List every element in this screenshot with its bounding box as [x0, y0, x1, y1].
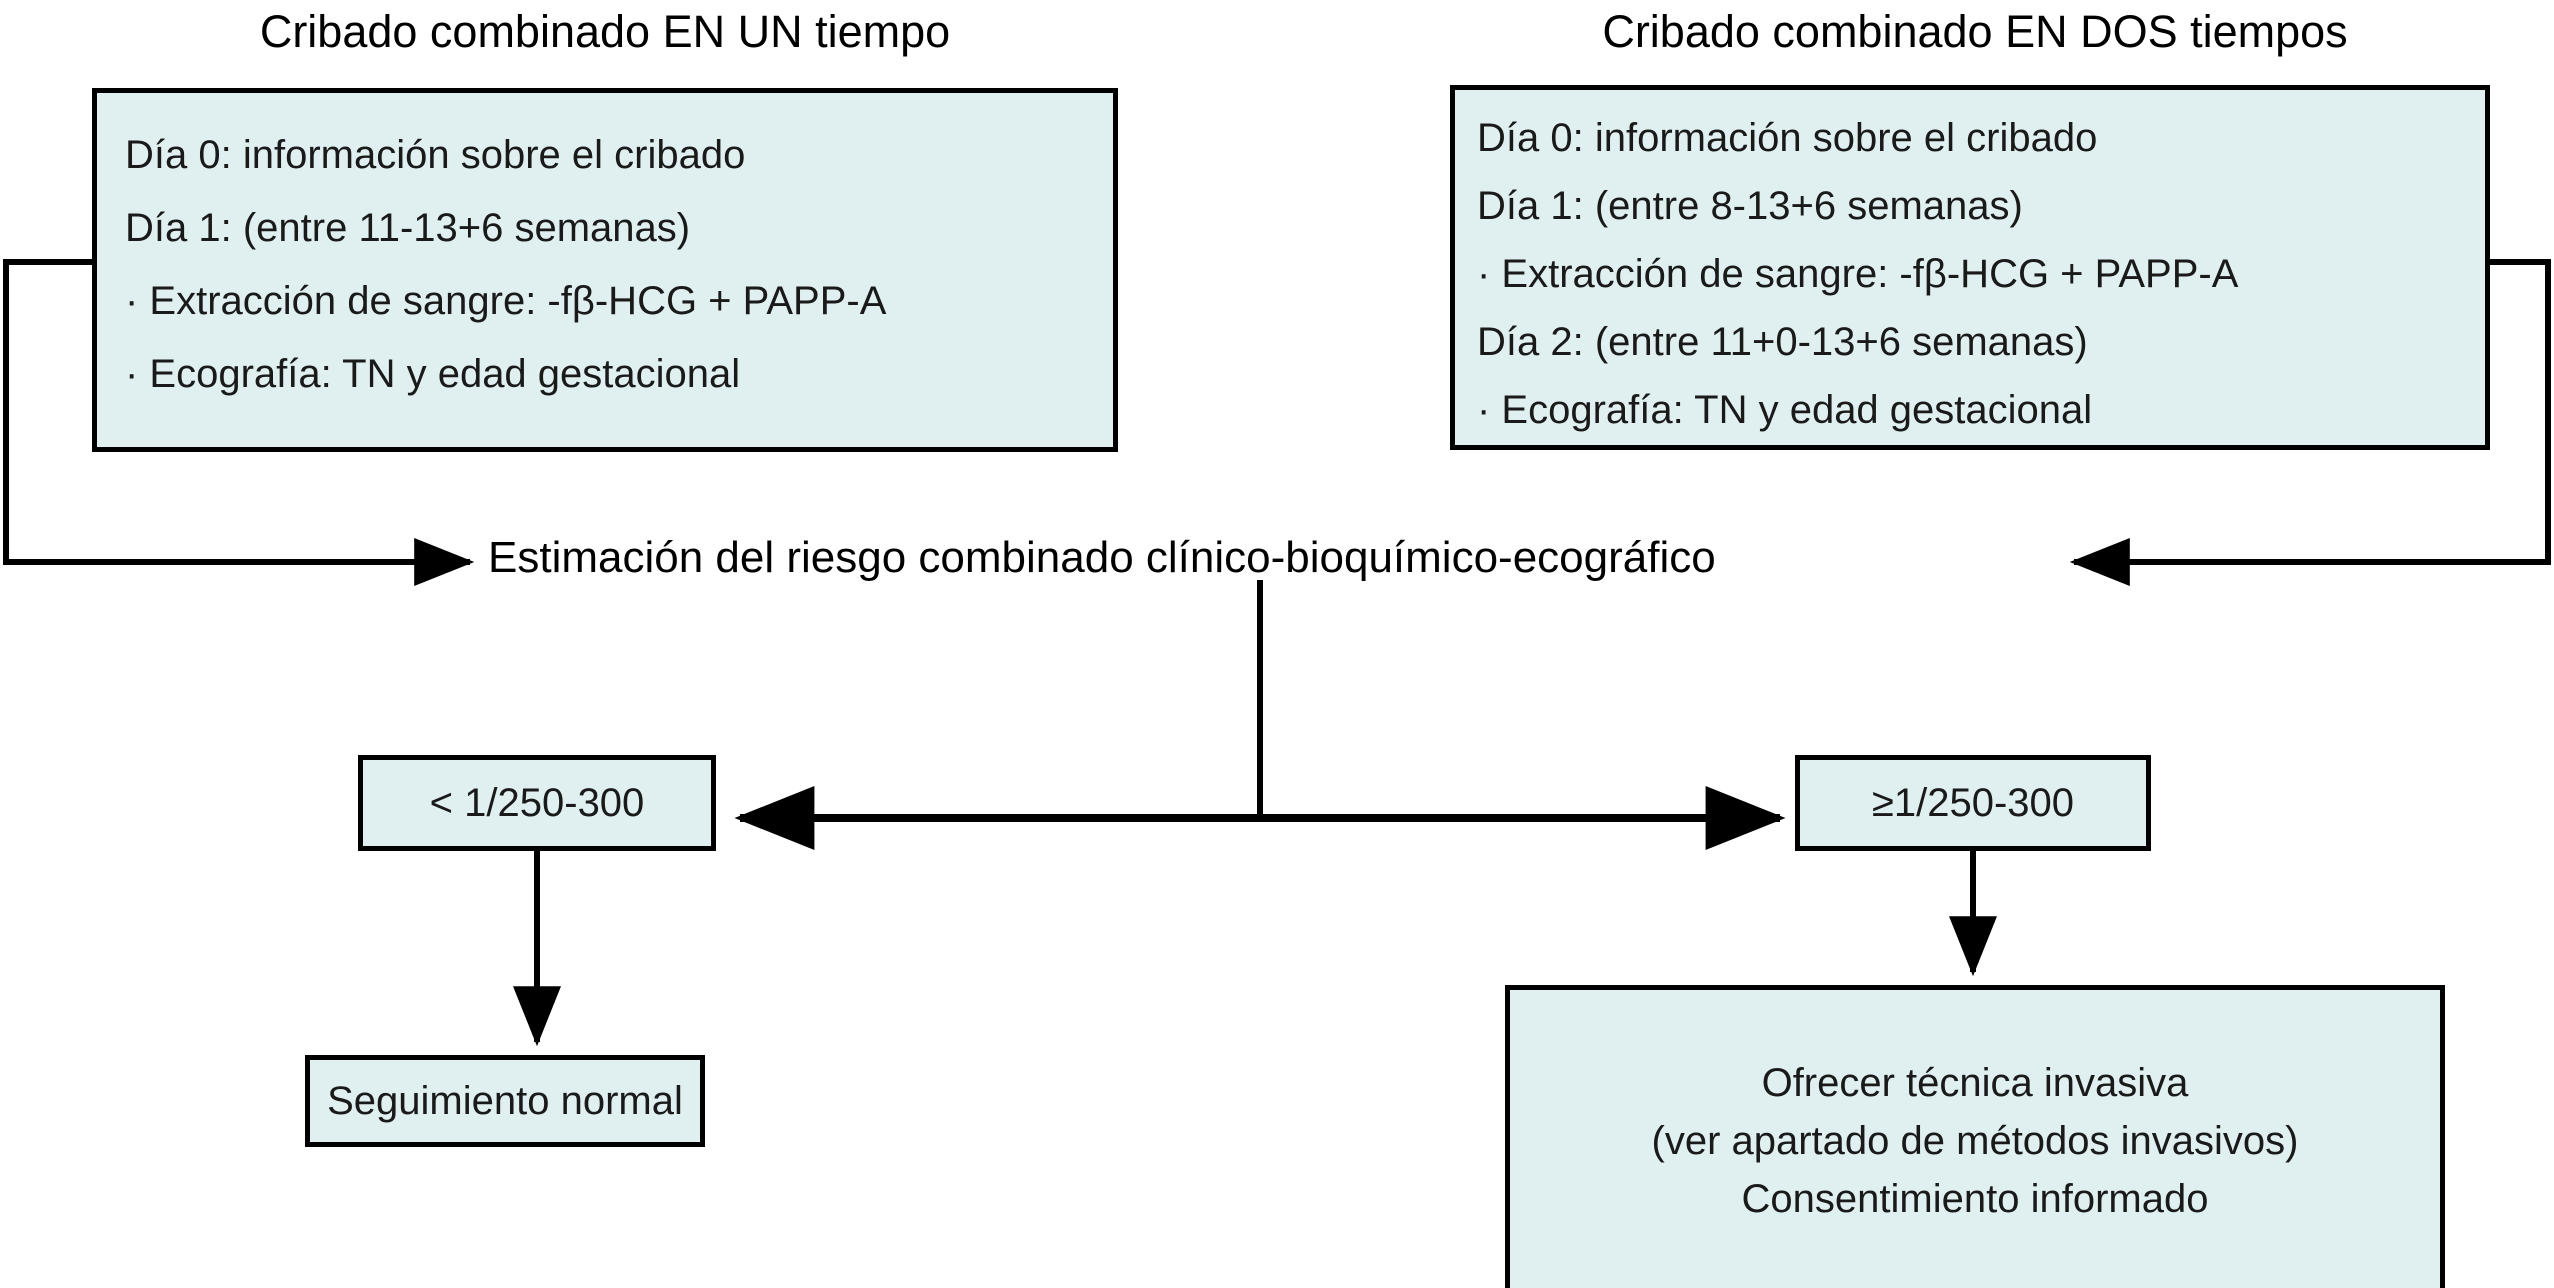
- protocol-step-line: Día 2: (entre 11+0-13+6 semanas): [1477, 320, 2088, 364]
- protocol-step-line: · Ecografía: TN y edad gestacional: [125, 352, 741, 396]
- protocol-step-line: Día 1: (entre 8-13+6 semanas): [1477, 184, 2023, 228]
- protocol-step-line: Día 1: (entre 11-13+6 semanas): [125, 206, 691, 250]
- protocol-step-line: · Extracción de sangre: -fβ-HCG + PAPP-A: [125, 279, 887, 323]
- protocol-box-one-step[interactable]: Día 0: información sobre el cribado Día …: [92, 88, 1118, 452]
- outcome-line: Consentimiento informado: [1741, 1177, 2209, 1221]
- outcome-line: (ver apartado de métodos invasivos): [1651, 1119, 2299, 1163]
- threshold-label-low: < 1/250-300: [429, 780, 645, 825]
- protocol-step-line: Día 0: información sobre el cribado: [1477, 116, 2098, 160]
- outcome-box-normal-followup[interactable]: Seguimiento normal: [305, 1055, 705, 1147]
- column-title-one-step: Cribado combinado EN UN tiempo: [259, 6, 951, 57]
- threshold-box-high-risk[interactable]: ≥1/250-300: [1795, 755, 2151, 851]
- protocol-box-two-step[interactable]: Día 0: información sobre el cribado Día …: [1450, 85, 2490, 450]
- outcome-box-invasive-technique[interactable]: Ofrecer técnica invasiva (ver apartado d…: [1505, 985, 2445, 1288]
- threshold-label-high: ≥1/250-300: [1871, 780, 2075, 825]
- column-title-two-step: Cribado combinado EN DOS tiempos: [1602, 6, 2348, 57]
- protocol-step-line: Día 0: información sobre el cribado: [125, 133, 746, 177]
- outcome-line: Ofrecer técnica invasiva: [1761, 1061, 2189, 1105]
- risk-estimation-label: Estimación del riesgo combinado clínico-…: [488, 533, 1716, 582]
- outcome-line: Seguimiento normal: [327, 1078, 683, 1123]
- protocol-step-line: · Ecografía: TN y edad gestacional: [1477, 388, 2093, 432]
- threshold-box-low-risk[interactable]: < 1/250-300: [358, 755, 716, 851]
- protocol-step-line: · Extracción de sangre: -fβ-HCG + PAPP-A: [1477, 252, 2239, 296]
